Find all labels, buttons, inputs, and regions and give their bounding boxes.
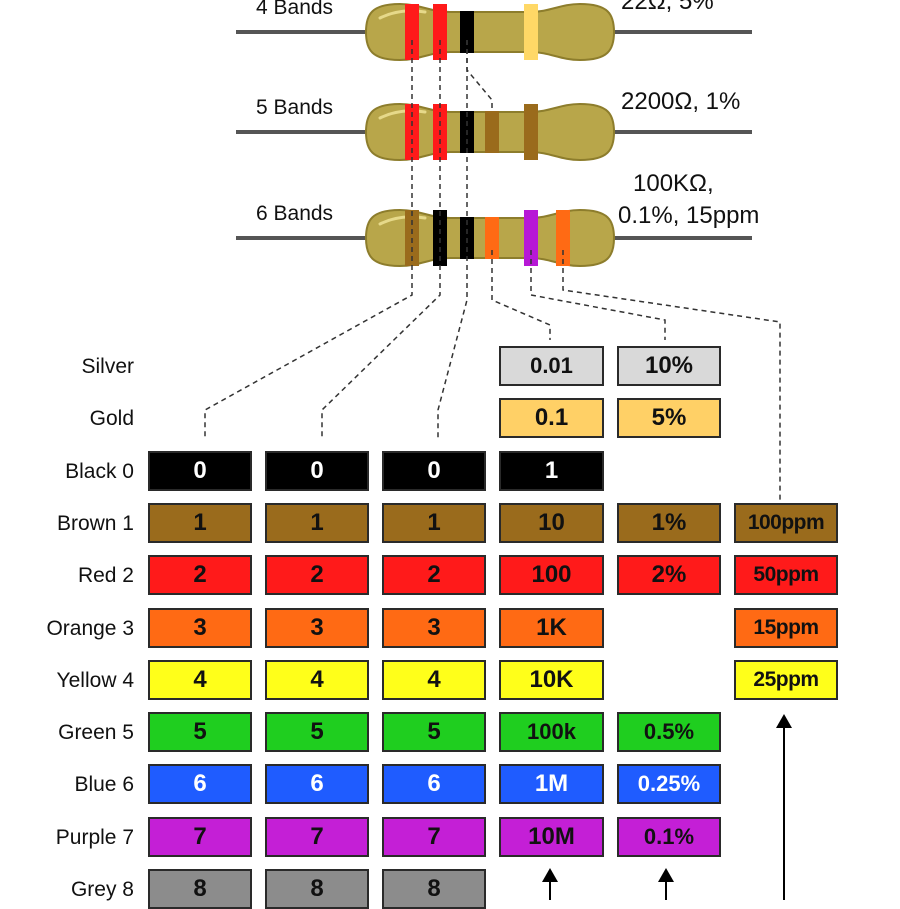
- color-band-red: [405, 4, 419, 60]
- digit1-cell-black: 0: [148, 450, 252, 491]
- color-row-label: Orange 3: [46, 616, 134, 640]
- tolerance-cell-red: 2%: [617, 555, 721, 596]
- color-band-orange: [485, 217, 499, 259]
- resistor-highlight: [378, 215, 427, 226]
- dashed-connector-line: [437, 40, 468, 440]
- digit2-cell-brown: 1: [265, 502, 369, 543]
- tolerance-cell-green: 0.5%: [617, 712, 721, 753]
- color-row-label: Brown 1: [56, 511, 134, 535]
- digit2-cell-black: 0: [265, 450, 369, 491]
- dashed-connector-line: [321, 40, 441, 440]
- digit3-cell-brown: 1: [382, 502, 486, 543]
- resistor-band-count-label: 5 Bands: [256, 96, 334, 119]
- digit2-cell-yellow: 4: [265, 659, 369, 700]
- digit3-cell-orange: 3: [382, 607, 486, 648]
- dashed-connector-line: [204, 40, 413, 440]
- digit1-cell-yellow: 4: [148, 659, 252, 700]
- color-band-red: [433, 4, 447, 60]
- tempco-cell-brown: 100ppm: [734, 502, 838, 543]
- color-band-purple: [524, 210, 538, 266]
- multiplier-cell-yellow: 10K: [499, 659, 604, 700]
- resistor-highlight: [378, 109, 427, 120]
- resistor-value-text: 100KΩ,: [633, 170, 714, 197]
- tolerance-cell-purple: 0.1%: [617, 816, 721, 857]
- tolerance-cell-gold: 5%: [617, 398, 721, 439]
- digit3-cell-purple: 7: [382, 816, 486, 857]
- digit1-cell-blue: 6: [148, 764, 252, 805]
- digit1-cell-red: 2: [148, 555, 252, 596]
- digit1-cell-green: 5: [148, 712, 252, 753]
- color-row-label: Red 2: [77, 564, 134, 588]
- digit3-cell-black: 0: [382, 450, 486, 491]
- tempco-cell-yellow: 25ppm: [734, 659, 838, 700]
- multiplier-cell-green: 100k: [499, 712, 604, 753]
- resistor-value-text: 0.1%, 15ppm: [618, 202, 760, 229]
- color-row-label: Green 5: [58, 721, 134, 745]
- arrow-head: [658, 868, 674, 882]
- dashed-connector-line: [466, 40, 493, 110]
- digit1-cell-brown: 1: [148, 502, 252, 543]
- resistor-highlight: [378, 9, 427, 20]
- digit1-cell-purple: 7: [148, 816, 252, 857]
- digit1-cell-grey: 8: [148, 869, 252, 909]
- dashed-connector-line: [491, 250, 551, 340]
- color-band-gold: [524, 4, 538, 60]
- color-row-label: Blue 6: [74, 773, 134, 797]
- multiplier-cell-purple: 10M: [499, 816, 604, 857]
- color-band-brown: [524, 104, 538, 160]
- color-band-black: [460, 11, 474, 53]
- digit1-cell-orange: 3: [148, 607, 252, 648]
- color-band-orange: [556, 210, 570, 266]
- resistor-body: [364, 2, 616, 62]
- digit2-cell-blue: 6: [265, 764, 369, 805]
- arrow-head: [542, 868, 558, 882]
- color-row-label: Yellow 4: [56, 668, 134, 692]
- tempco-cell-orange: 15ppm: [734, 607, 838, 648]
- resistor-band-count-label: 4 Bands: [256, 0, 334, 19]
- dashed-connector-line: [562, 250, 781, 500]
- tolerance-cell-blue: 0.25%: [617, 764, 721, 805]
- color-row-label: Silver: [81, 355, 134, 378]
- multiplier-cell-orange: 1K: [499, 607, 604, 648]
- multiplier-cell-gold: 0.1: [499, 398, 604, 439]
- tolerance-cell-silver: 10%: [617, 346, 721, 386]
- multiplier-cell-black: 1: [499, 450, 604, 491]
- multiplier-cell-blue: 1M: [499, 764, 604, 805]
- color-band-brown: [485, 111, 499, 153]
- multiplier-cell-silver: 0.01: [499, 346, 604, 386]
- digit2-cell-orange: 3: [265, 607, 369, 648]
- arrow-head: [776, 714, 792, 728]
- digit3-cell-yellow: 4: [382, 659, 486, 700]
- dashed-connector-line: [530, 250, 666, 340]
- resistor-band-count-label: 6 Bands: [256, 202, 334, 225]
- multiplier-cell-brown: 10: [499, 502, 604, 543]
- color-row-label: Purple 7: [55, 825, 134, 849]
- digit2-cell-green: 5: [265, 712, 369, 753]
- digit3-cell-grey: 8: [382, 869, 486, 909]
- resistor-value-text: 22Ω, 5%: [621, 0, 714, 15]
- color-row-label: Grey 8: [70, 878, 134, 901]
- multiplier-cell-red: 100: [499, 555, 604, 596]
- digit3-cell-blue: 6: [382, 764, 486, 805]
- tempco-cell-red: 50ppm: [734, 555, 838, 596]
- color-row-label: Black 0: [65, 459, 134, 483]
- tolerance-cell-brown: 1%: [617, 502, 721, 543]
- digit3-cell-red: 2: [382, 555, 486, 596]
- digit3-cell-green: 5: [382, 712, 486, 753]
- digit2-cell-grey: 8: [265, 869, 369, 909]
- resistor-value-text: 2200Ω, 1%: [621, 88, 741, 115]
- digit2-cell-purple: 7: [265, 816, 369, 857]
- color-row-label: Gold: [89, 407, 134, 431]
- digit2-cell-red: 2: [265, 555, 369, 596]
